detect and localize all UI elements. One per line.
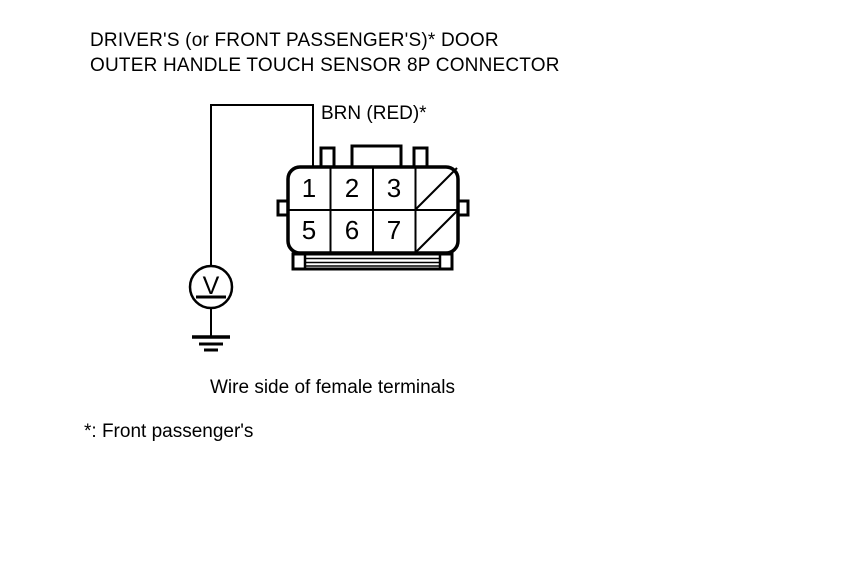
page-title: DRIVER'S (or FRONT PASSENGER'S)* DOOR OU… xyxy=(90,28,560,78)
ground-symbol xyxy=(192,308,230,352)
terminal-number-5: 5 xyxy=(302,215,316,245)
connector-blank-cavity-marks xyxy=(415,167,458,253)
terminal-number-1: 1 xyxy=(302,173,316,203)
page-title-line-2: OUTER HANDLE TOUCH SENSOR 8P CONNECTOR xyxy=(90,55,560,76)
page-title-line-1: DRIVER'S (or FRONT PASSENGER'S)* DOOR xyxy=(90,30,499,51)
connector-housing: 1 2 3 5 6 7 xyxy=(276,144,470,271)
wire-color-label: BRN (RED)* xyxy=(321,103,427,124)
connector-view-caption: Wire side of female terminals xyxy=(210,377,455,398)
terminal-number-2: 2 xyxy=(345,173,359,203)
terminal-number-3: 3 xyxy=(387,173,401,203)
blank-cavity-slash-bottom xyxy=(415,210,458,253)
terminal-number-7: 7 xyxy=(387,215,401,245)
voltmeter-letter: V xyxy=(203,272,220,300)
connector-terminal-numbers: 1 2 3 5 6 7 xyxy=(302,173,401,245)
connector-grid xyxy=(288,167,458,253)
blank-cavity-slash-top xyxy=(415,167,458,210)
test-lead-wire xyxy=(210,104,314,266)
voltmeter-symbol: V xyxy=(188,264,234,310)
footnote-text: *: Front passenger's xyxy=(84,421,254,442)
skirt-ribs xyxy=(305,257,440,267)
terminal-number-6: 6 xyxy=(345,215,359,245)
connector-bottom-skirt xyxy=(291,252,454,271)
